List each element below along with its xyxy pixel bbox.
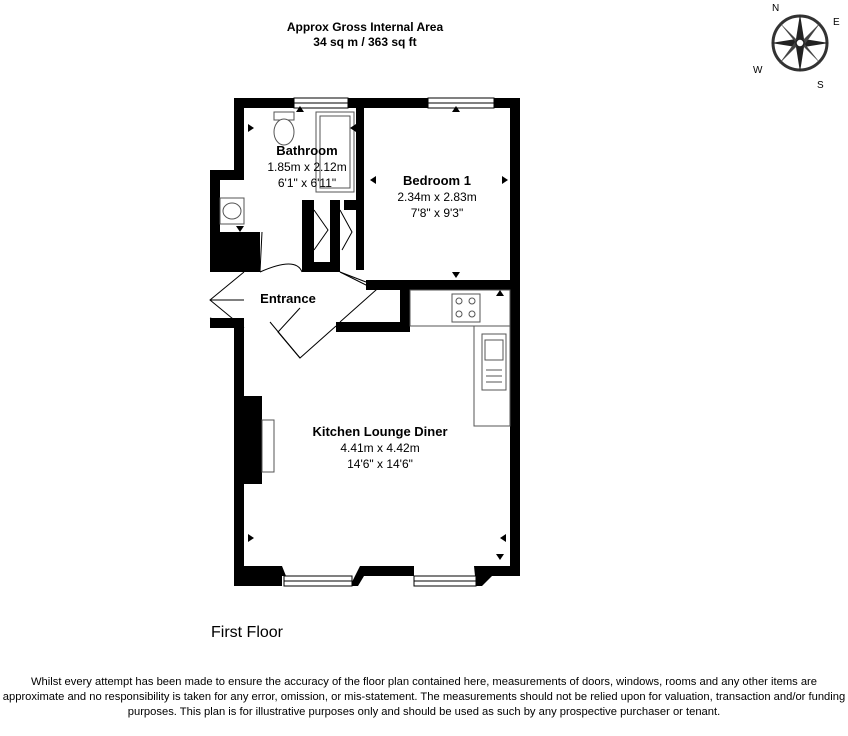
- bedroom-label: Bedroom 1 2.34m x 2.83m 7'8" x 9'3": [397, 173, 476, 220]
- disclaimer-text: Whilst every attempt has been made to en…: [2, 676, 846, 718]
- kitchen-metric: 4.41m x 4.42m: [340, 441, 419, 455]
- compass-e-label: E: [833, 17, 840, 28]
- doors: [209, 209, 377, 359]
- gross-area-value: 34 sq m / 363 sq ft: [313, 35, 417, 49]
- kitchen-label: Kitchen Lounge Diner 4.41m x 4.42m 14'6"…: [312, 424, 447, 471]
- fireplace-icon: [261, 419, 275, 473]
- sink-icon: [481, 333, 507, 391]
- bathroom-label: Bathroom 1.85m x 2.12m 6'1" x 6'11": [267, 143, 346, 190]
- gross-area-heading: Approx Gross Internal Area 34 sq m / 363…: [0, 20, 730, 50]
- bathroom-name: Bathroom: [276, 143, 337, 158]
- windows: [283, 97, 495, 587]
- compass-s-label: S: [817, 80, 824, 91]
- bedroom-metric: 2.34m x 2.83m: [397, 190, 476, 204]
- fixtures: [219, 111, 511, 473]
- kitchen-imperial: 14'6" x 14'6": [347, 457, 413, 471]
- bedroom-name: Bedroom 1: [403, 173, 471, 188]
- hob-icon: [451, 293, 481, 323]
- entrance-label: Entrance: [260, 291, 316, 306]
- compass-n-label: N: [772, 3, 779, 14]
- bathroom-imperial: 6'1" x 6'11": [278, 176, 336, 190]
- toilet-icon: [273, 111, 295, 146]
- bedroom-imperial: 7'8" x 9'3": [411, 206, 463, 220]
- compass-w-label: W: [753, 65, 763, 76]
- dimension-markers: [236, 106, 508, 560]
- compass-icon: N E S W: [753, 3, 840, 91]
- gross-area-title: Approx Gross Internal Area: [286, 20, 444, 34]
- entrance-name: Entrance: [260, 291, 316, 306]
- kitchen-name: Kitchen Lounge Diner: [312, 424, 447, 439]
- floor-label: First Floor: [211, 624, 283, 641]
- basin-icon: [219, 197, 245, 225]
- bathroom-metric: 1.85m x 2.12m: [267, 160, 346, 174]
